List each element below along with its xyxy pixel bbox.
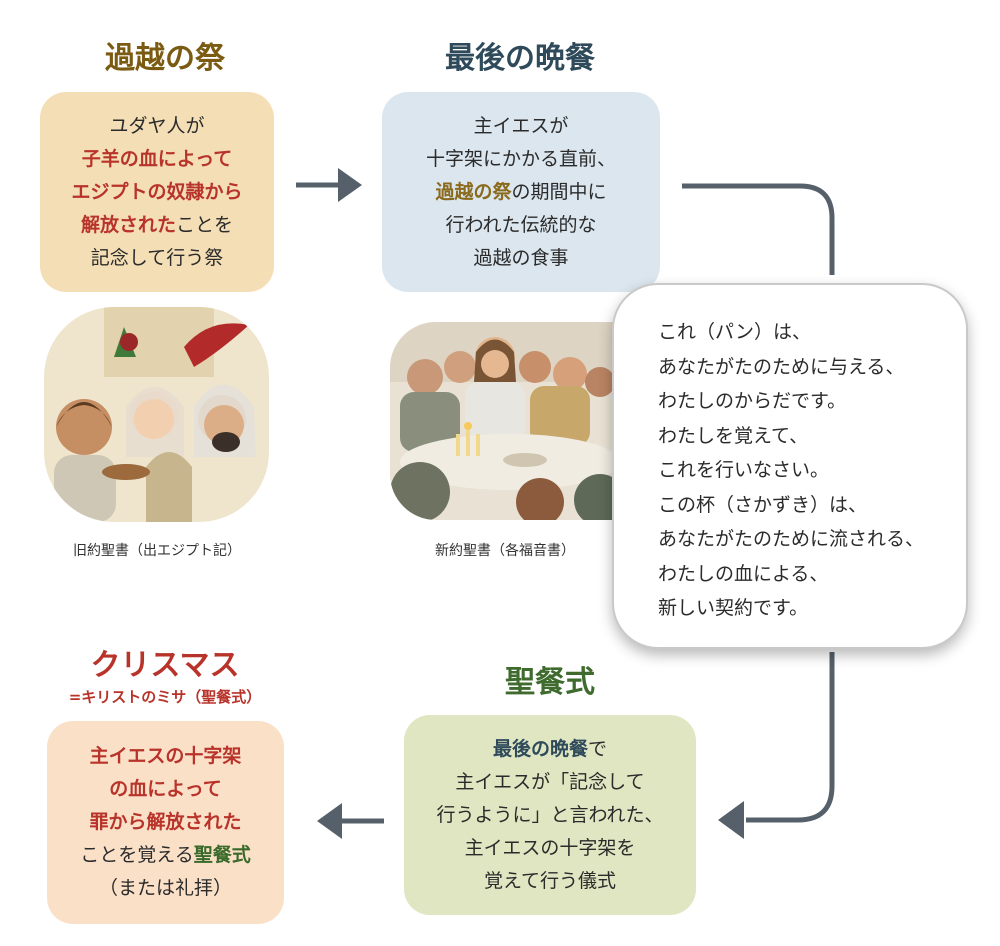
box-line: 行うように」と言われた、: [436, 799, 663, 832]
highlighted-text: の血によって: [109, 778, 222, 800]
last-supper-caption: 新約聖書（各福音書）: [435, 543, 575, 559]
arrowhead-left-christmas: [317, 803, 342, 839]
box-line: 罪から解放された: [89, 806, 241, 839]
quote-line: あなたがたのために与える、: [658, 355, 905, 378]
box-line: 主イエスの十字架: [90, 740, 242, 773]
last-supper-title: 最後の晩餐: [445, 41, 595, 76]
arrowhead-left-communion: [718, 801, 744, 839]
arrow-path-supper-to-communion: [682, 183, 835, 823]
body-text: 主イエスが: [473, 114, 569, 137]
highlighted-text: 最後の晩餐: [492, 737, 588, 760]
body-text: 行うように」と言われた、: [436, 803, 664, 826]
communion-box: 最後の晩餐で主イエスが「記念して行うように」と言われた、主イエスの十字架を覚えて…: [404, 715, 696, 915]
box-line: 主イエスが: [474, 110, 569, 143]
body-text: 覚えて行う儀式: [483, 869, 617, 892]
box-line: 最後の晩餐で: [493, 733, 607, 766]
quote-line: わたしの血による、: [658, 562, 829, 585]
box-line: ユダヤ人が: [109, 110, 204, 143]
box-line: 過越の食事: [473, 242, 568, 275]
box-line: 主イエスの十字架を: [465, 832, 636, 865]
highlighted-text: 子羊の血によって: [81, 147, 233, 170]
box-line: ことを覚える聖餐式: [80, 839, 250, 872]
passover-title: 過越の祭: [105, 41, 225, 76]
quote-line: あなたがたのために流される、: [658, 528, 925, 550]
body-text: ことを: [176, 213, 234, 236]
body-text: （または礼拝）: [98, 877, 232, 899]
highlighted-text: 解放された: [80, 213, 176, 236]
quote-line: この杯（さかずき）は、: [658, 493, 868, 516]
highlighted-text: 過越の祭: [435, 180, 512, 203]
body-text: 行われた伝統的な: [445, 213, 597, 236]
highlighted-text: 罪から解放された: [89, 811, 242, 833]
box-line: 記念して行う祭: [91, 242, 223, 275]
passover-illustration: [44, 307, 269, 522]
quote-line: わたしのからだです。: [658, 390, 847, 412]
christmas-title: クリスマス: [90, 648, 240, 683]
body-text: ユダヤ人が: [109, 114, 205, 137]
body-text: 記念して行う祭: [90, 246, 224, 269]
body-text: 過越の食事: [473, 246, 569, 269]
box-line: エジプトの奴隷から: [71, 176, 242, 209]
last-supper-illustration: [390, 322, 620, 520]
body-text: ことを覚える: [80, 844, 194, 866]
box-line: （または礼拝）: [99, 872, 232, 905]
passover-caption: 旧約聖書（出エジプト記）: [73, 543, 241, 559]
body-text: 主イエスの十字架を: [464, 836, 636, 859]
body-text: の期間中に: [511, 180, 607, 203]
box-line: 行われた伝統的な: [445, 209, 596, 242]
communion-title: 聖餐式: [505, 665, 595, 700]
last-supper-box: 主イエスが十字架にかかる直前、過越の祭の期間中に行われた伝統的な過越の食事: [382, 92, 660, 292]
box-line: 子羊の血によって: [82, 143, 232, 176]
box-line: 解放されたことを: [81, 209, 233, 242]
highlighted-text: 主イエスの十字架: [89, 745, 242, 767]
box-line: 主イエスが「記念して: [455, 766, 644, 799]
quote-line: これを行いなさい。: [658, 459, 830, 481]
body-text: 主イエスが「記念して: [455, 770, 645, 793]
jesus-quote-bubble: これ（パン）は、あなたがたのために与える、わたしのからだです。わたしを覚えて、こ…: [612, 283, 968, 649]
body-text: 十字架にかかる直前、: [425, 147, 616, 170]
box-line: 十字架にかかる直前、: [426, 143, 616, 176]
box-line: 過越の祭の期間中に: [435, 176, 606, 209]
christmas-box: 主イエスの十字架の血によって罪から解放されたことを覚える聖餐式 （または礼拝）: [47, 721, 284, 924]
quote-line: これ（パン）は、: [658, 321, 811, 343]
highlighted-text: 聖餐式: [193, 844, 251, 866]
box-line: 覚えて行う儀式: [484, 865, 616, 898]
quote-line: わたしを覚えて、: [658, 424, 809, 447]
box-line: の血によって: [109, 773, 221, 806]
highlighted-text: エジプトの奴隷から: [71, 180, 243, 203]
arrowhead-right: [338, 168, 362, 202]
body-text: で: [588, 737, 608, 760]
christmas-subtitle: =キリストのミサ（聖餐式）: [68, 688, 262, 706]
passover-box: ユダヤ人が子羊の血によってエジプトの奴隷から解放されたことを記念して行う祭: [40, 92, 274, 292]
quote-line: 新しい契約です。: [658, 597, 809, 619]
